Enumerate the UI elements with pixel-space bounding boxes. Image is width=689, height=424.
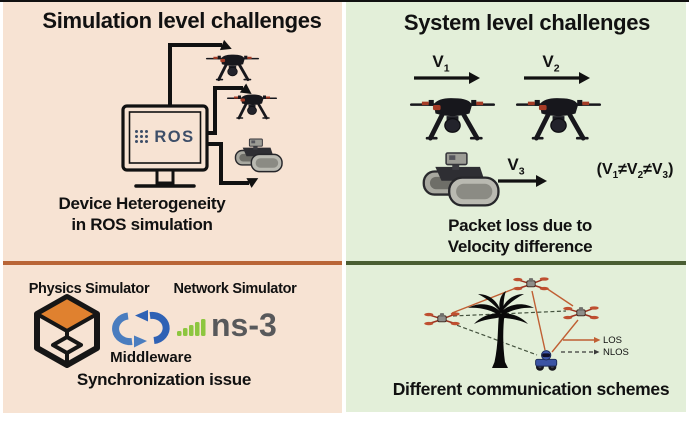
caption-line: in ROS simulation <box>71 215 213 234</box>
caption-line: Velocity difference <box>447 237 593 256</box>
divider-left <box>3 261 342 265</box>
system-title: System level challenges <box>403 10 651 35</box>
ros-label: ROS <box>154 127 195 146</box>
ros-logo: ROS <box>129 126 201 148</box>
synchronization-caption: Synchronization issue <box>76 370 252 389</box>
velocity-inequality: (V1≠V2≠V3) <box>596 161 674 182</box>
ros-dots-icon <box>135 130 149 144</box>
packet-loss-caption: Packet loss due to Velocity difference <box>390 215 650 257</box>
divider-right <box>346 261 686 265</box>
middleware-label: Middleware <box>110 349 192 366</box>
v2-label: V2 <box>542 52 560 75</box>
network-simulator-label: Network Simulator <box>173 281 297 297</box>
simulation-title: Simulation level challenges <box>42 8 322 33</box>
v1-label: V1 <box>432 52 450 75</box>
caption-line: Device Heterogeneity <box>58 194 226 213</box>
device-heterogeneity-caption: Device Heterogeneity in ROS simulation <box>12 193 272 235</box>
physics-simulator-label: Physics Simulator <box>28 281 150 297</box>
top-border <box>0 0 689 2</box>
los-legend-label: LOS <box>603 335 623 346</box>
communication-caption: Different communication schemes <box>392 379 670 399</box>
nlos-legend-label: NLOS <box>603 347 629 358</box>
v3-label: V3 <box>507 155 525 178</box>
caption-line: Packet loss due to <box>448 216 592 235</box>
ns3-label: ns-3 <box>211 307 277 343</box>
